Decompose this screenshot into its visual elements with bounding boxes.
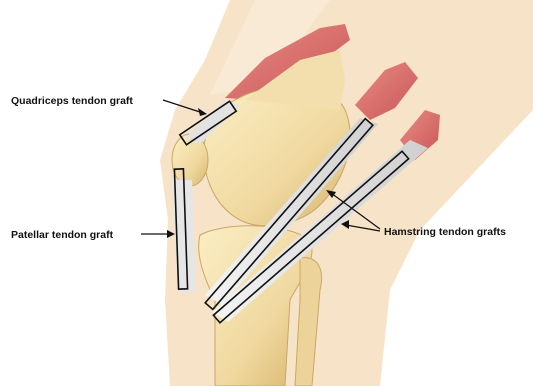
patellar-graft-label: Patellar tendon graft bbox=[11, 229, 113, 241]
hamstring-grafts-label: Hamstring tendon grafts bbox=[384, 226, 506, 238]
quadriceps-graft-label: Quadriceps tendon graft bbox=[11, 95, 133, 107]
